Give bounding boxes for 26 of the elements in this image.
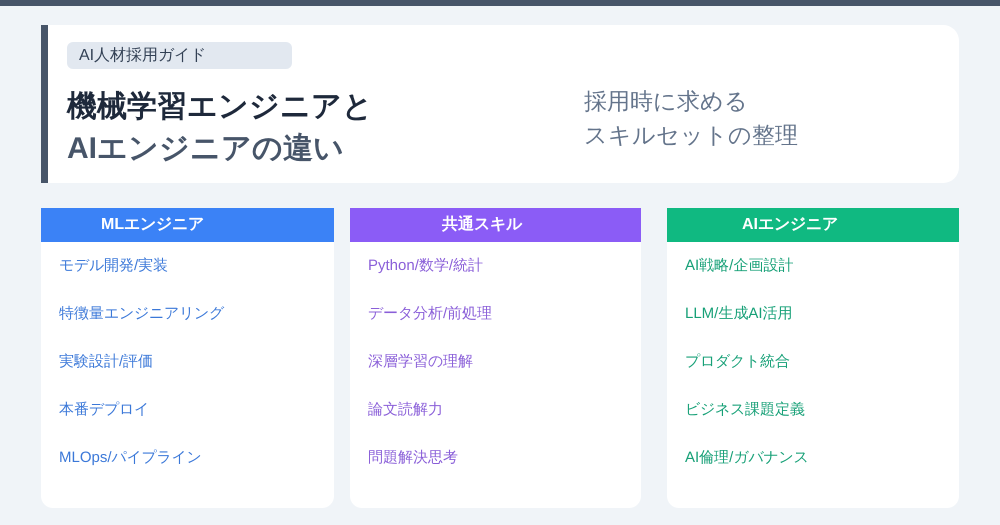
skill-item: 論文読解力 [368, 400, 443, 420]
skill-item: モデル開発/実装 [59, 256, 168, 276]
header-card [41, 25, 959, 183]
skill-column-card [667, 208, 959, 508]
title-line: AIエンジニアの違い [67, 131, 344, 167]
skill-item: 本番デプロイ [59, 400, 149, 420]
skill-item: 実験設計/評価 [59, 352, 154, 372]
skill-item: Python/数学/統計 [368, 256, 484, 276]
skill-item: AI戦略/企画設計 [685, 256, 794, 276]
column-header: MLエンジニア [41, 208, 334, 242]
column-header: 共通スキル [350, 208, 641, 242]
skill-item: 問題解決思考 [368, 448, 458, 468]
skill-item: LLM/生成AI活用 [685, 304, 793, 324]
skill-item: MLOps/パイプライン [59, 448, 202, 468]
column-header: AIエンジニア [667, 208, 959, 242]
skill-item: AI倫理/ガバナンス [685, 448, 808, 468]
skill-item: ビジネス課題定義 [685, 400, 805, 420]
skill-item: プロダクト統合 [685, 352, 790, 372]
category-tag: AI人材採用ガイド [67, 42, 292, 69]
skill-item: 特徴量エンジニアリング [59, 304, 224, 324]
subtitle-text: 採用時に求めるスキルセットの整理 [584, 87, 799, 150]
skill-item: データ分析/前処理 [368, 304, 492, 324]
skill-item: 深層学習の理解 [368, 352, 473, 372]
skill-column-card [350, 208, 641, 508]
title-line: 機械学習エンジニアと [67, 89, 373, 125]
skill-column-card [41, 208, 334, 508]
